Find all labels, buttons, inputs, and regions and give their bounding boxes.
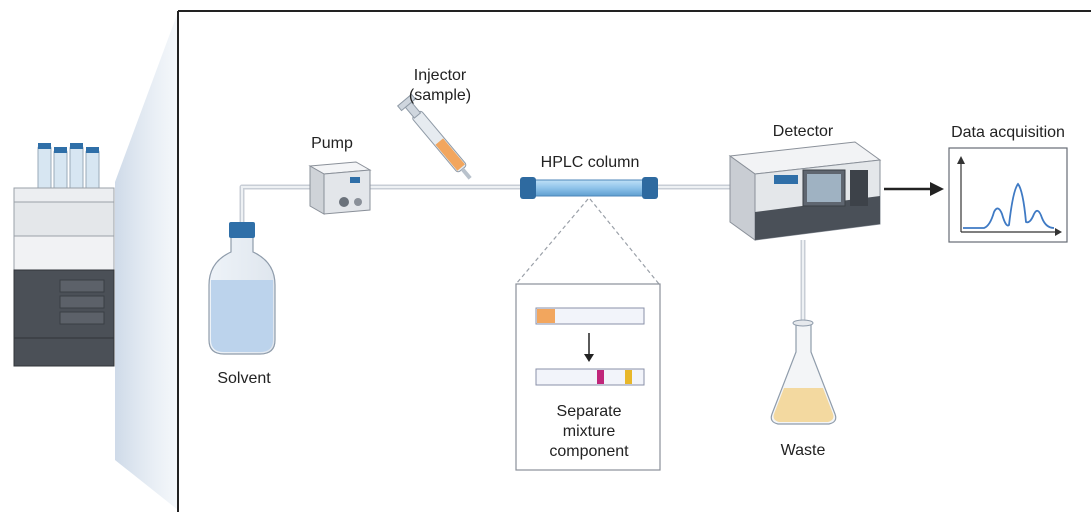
detector-label: Detector [773, 123, 834, 140]
separate-label-3: component [549, 443, 629, 460]
solvent-label: Solvent [217, 370, 271, 387]
hplc-column-label: HPLC column [541, 154, 640, 171]
injector-syringe [396, 93, 472, 180]
column-before [535, 307, 645, 325]
solvent-bottle [208, 222, 276, 355]
hplc-instrument-stack [13, 143, 115, 367]
pump [308, 161, 372, 215]
zoom-line-left [515, 198, 589, 285]
hplc-column [520, 177, 658, 199]
waste-label: Waste [781, 442, 826, 459]
chromatogram-trace [963, 182, 1055, 229]
data-acquisition-label: Data acquisition [951, 124, 1065, 141]
sample-band [537, 309, 555, 323]
waste-flask [770, 319, 837, 425]
separate-label-2: mixture [563, 423, 616, 440]
pump-label: Pump [311, 135, 353, 152]
column-after [535, 368, 645, 386]
output-arrow-head [930, 182, 944, 196]
zoom-line-right [589, 198, 660, 285]
injector-label: Injector [414, 67, 467, 84]
detector [728, 141, 882, 241]
injector-sublabel: (sample) [409, 87, 471, 104]
magnification-beam [115, 12, 178, 510]
down-arrow-head [584, 354, 594, 362]
separate-label-1: Separate [557, 403, 622, 420]
band-yellow [625, 370, 632, 384]
chromatogram-panel [948, 147, 1068, 243]
band-magenta [597, 370, 604, 384]
